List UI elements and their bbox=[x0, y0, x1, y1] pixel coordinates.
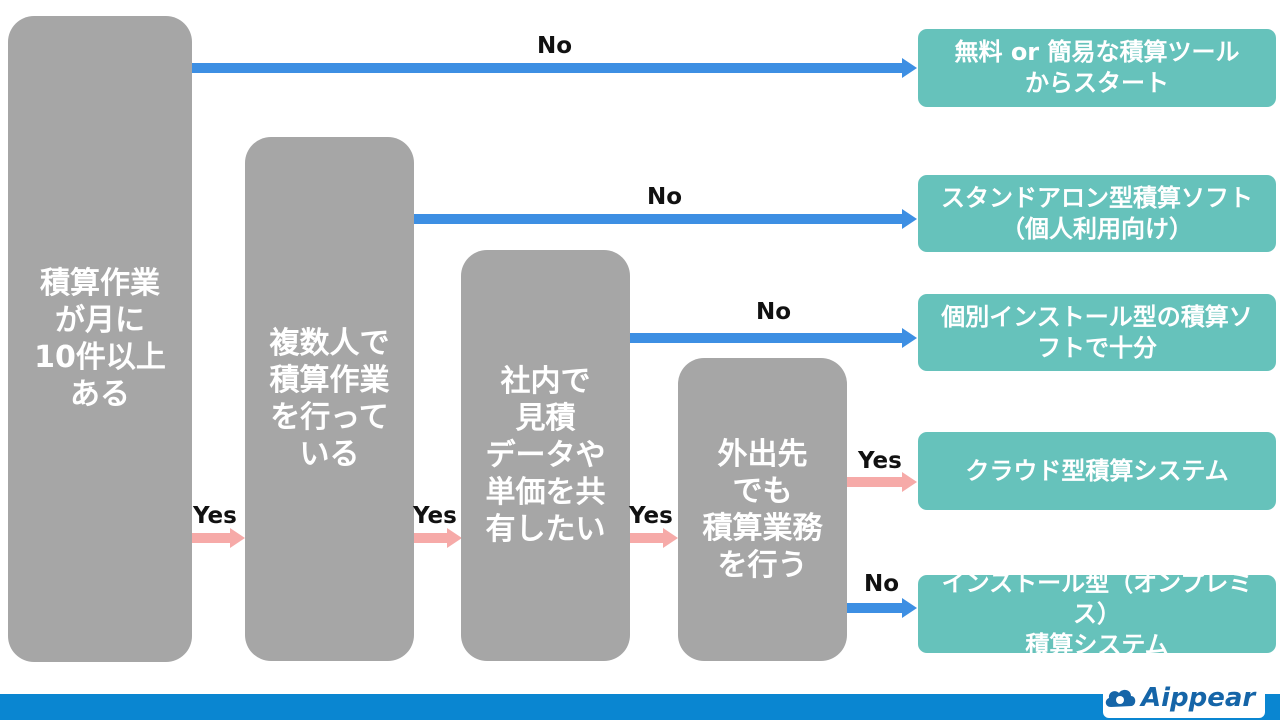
yes-arrow-2 bbox=[412, 528, 462, 548]
yes-arrow-1 bbox=[190, 528, 245, 548]
question-box-1: 積算作業 が月に 10件以上 ある bbox=[8, 16, 192, 662]
no-label-1: No bbox=[537, 33, 573, 59]
no-arrow-3 bbox=[628, 328, 917, 348]
yes-label-3: Yes bbox=[629, 503, 673, 529]
yes-arrow-4 bbox=[845, 472, 917, 492]
no-label-2: No bbox=[647, 184, 683, 210]
footer-bar bbox=[0, 694, 1280, 720]
question-box-4: 外出先 でも 積算業務 を行う bbox=[678, 358, 847, 661]
logo-text: Aippear bbox=[1141, 683, 1256, 713]
yes-label-4: Yes bbox=[858, 448, 902, 474]
result-box-1: 無料 or 簡易な積算ツール からスタート bbox=[918, 29, 1276, 107]
yes-arrow-3 bbox=[628, 528, 678, 548]
yes-label-1: Yes bbox=[193, 503, 237, 529]
result-box-3: 個別インストール型の積算ソ フトで十分 bbox=[918, 294, 1276, 371]
cloud-icon bbox=[1105, 689, 1136, 707]
no-arrow-1 bbox=[190, 58, 917, 78]
no-arrow-4 bbox=[845, 598, 917, 618]
result-box-2: スタンドアロン型積算ソフト （個人利用向け） bbox=[918, 175, 1276, 252]
no-label-3: No bbox=[756, 299, 792, 325]
question-box-2: 複数人で 積算作業 を行って いる bbox=[245, 137, 414, 661]
result-box-5: インストール型（オンプレミス） 積算システム bbox=[918, 569, 1276, 659]
no-label-4: No bbox=[864, 571, 900, 597]
aippear-logo: Aippear bbox=[1103, 678, 1265, 718]
question-box-3: 社内で 見積 データや 単価を共 有したい bbox=[461, 250, 630, 661]
yes-label-2: Yes bbox=[413, 503, 457, 529]
result-box-4: クラウド型積算システム bbox=[918, 432, 1276, 510]
no-arrow-2 bbox=[412, 209, 917, 229]
